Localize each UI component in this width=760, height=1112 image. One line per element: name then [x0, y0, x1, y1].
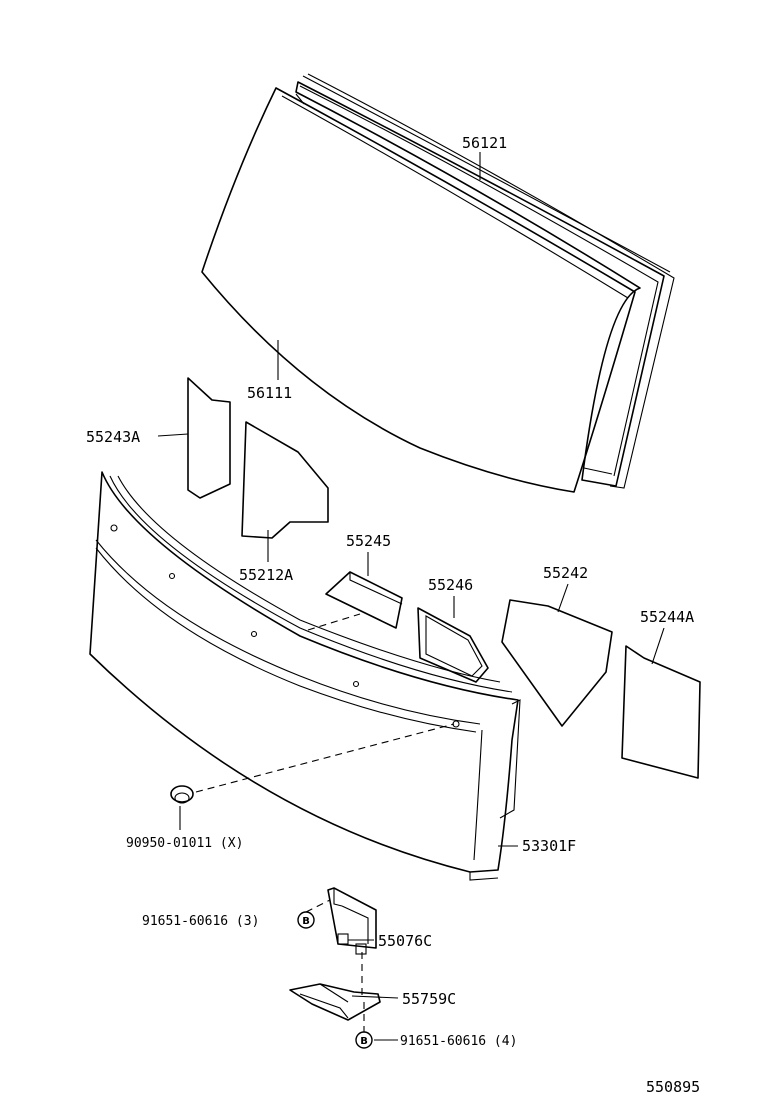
dashed-guide-lines: [195, 613, 455, 1032]
back-door-panel-53301F: [89, 471, 521, 881]
windshield-moulding-56121: [295, 73, 675, 489]
label-55076C: 55076C: [378, 932, 432, 950]
label-56121: 56121: [462, 134, 507, 152]
plate-55759C: [289, 983, 381, 1021]
pad-55212A: [241, 421, 329, 539]
label-55245: 55245: [346, 532, 391, 550]
label-90950-01011: 90950-01011 (X): [126, 836, 243, 851]
label-53301F: 53301F: [522, 837, 576, 855]
label-91651-60616-4: 91651-60616 (4): [400, 1034, 517, 1049]
diagram-id: 550895: [646, 1078, 700, 1096]
leader-lines: [157, 152, 665, 1041]
bolt-badge-b-upper: B: [297, 911, 315, 929]
clip-90950-01011: [170, 785, 194, 804]
bracket-55076C: [327, 887, 377, 955]
label-55244A: 55244A: [640, 608, 694, 626]
bolt-badge-b-lower: B: [355, 1031, 373, 1049]
label-55242: 55242: [543, 564, 588, 582]
pad-55242: [501, 599, 613, 727]
label-55246: 55246: [428, 576, 473, 594]
label-55212A: 55212A: [239, 566, 293, 584]
pad-55244A: [621, 645, 701, 779]
pad-55243A: [187, 377, 231, 499]
label-91651-60616-3: 91651-60616 (3): [142, 914, 259, 929]
label-55243A: 55243A: [86, 428, 140, 446]
badge-letter-b: B: [302, 916, 310, 927]
block-55246: [417, 607, 489, 683]
label-56111: 56111: [247, 384, 292, 402]
badge-letter-b: B: [360, 1036, 368, 1047]
block-55245: [325, 571, 403, 629]
label-55759C: 55759C: [402, 990, 456, 1008]
windshield-glass-56111: [201, 87, 636, 493]
